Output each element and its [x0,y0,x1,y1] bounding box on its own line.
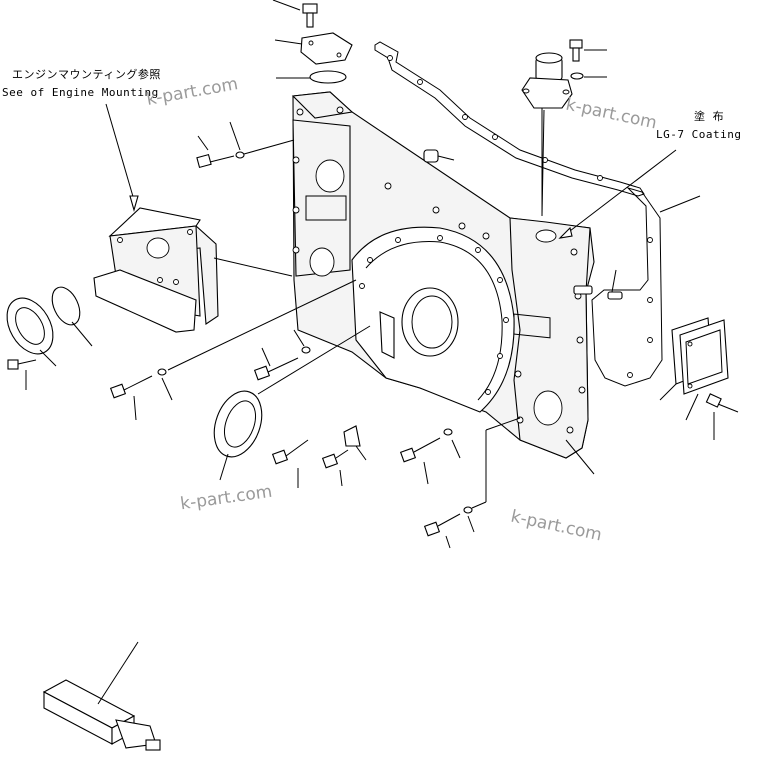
housing-side-gasket [591,186,701,387]
breather-cap [521,52,573,215]
engine-mounting-note-en: See of Engine Mounting [2,86,159,99]
coating-note-en: LG-7 Coating [656,128,742,141]
housing-bolt-3 [109,279,357,421]
left-o-ring [51,286,93,347]
left-cover-bolt [7,359,37,390]
housing-plug [423,149,455,163]
housing-bolt-7 [423,417,521,549]
crank-oil-seal [213,325,371,481]
housing-bolt-6 [399,428,461,485]
coating-note-jp: 塗 布 [694,110,725,123]
engine-mounting-arrowhead [129,195,139,213]
engine-mounting-bracket [93,207,293,333]
top-o-ring [276,70,347,84]
housing-bolt-5 [321,449,349,487]
housing-bolt-4 [271,439,309,488]
installer-tool [42,641,161,751]
housing-bolt-1 [196,121,295,169]
housing-bolt-2 [253,329,311,381]
breather-bolt [569,39,607,80]
left-cover [6,297,57,367]
small-clip [343,425,367,461]
top-cover-plate [274,32,353,65]
inspection-cover-plate [679,319,729,421]
coating-arrowhead [558,226,573,239]
coating-leader [565,149,677,235]
housing-top-gasket [374,41,645,197]
top-cover-bolt [272,0,318,28]
engine-mounting-note-jp: エンジンマウンティング参照 [12,68,161,81]
engine-mounting-leader [105,103,135,201]
inspection-cover-bolt [705,393,739,440]
flywheel-housing [291,91,623,475]
